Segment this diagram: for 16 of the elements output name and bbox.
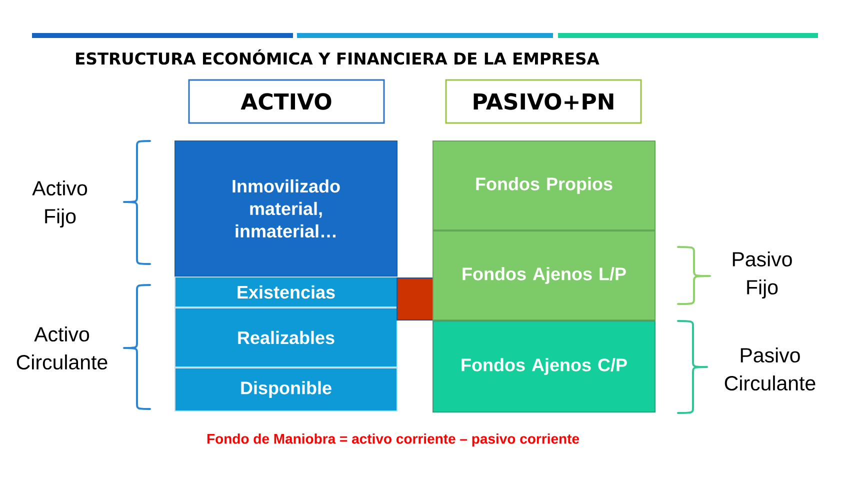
asset-block: Disponible [174,368,398,412]
bracket-label: Activo Circulante [16,326,108,370]
liability-block: Fondos Ajenos L/P [432,230,656,320]
liability-block: Fondos Ajenos C/P [432,320,656,412]
title: ESTRUCTURA ECONÓMICA Y FINANCIERA DE LA EMPRESA [76,49,600,65]
bracket-label: Pasivo Fijo [732,251,792,299]
bracket-label: Pasivo Circulante [724,347,816,391]
header-box: ACTIVO [188,79,385,124]
bracket-label: Activo Fijo [32,180,88,228]
asset-block: Existencias [174,276,398,308]
highlight-square [396,278,434,320]
liability-block: Fondos Propios [432,140,656,230]
formula-note: Fondo de Maniobra = activo corriente – pasivo corriente [207,433,580,447]
asset-block: Realizables [174,308,398,368]
header-box: PASIVO+PN [445,79,642,124]
asset-block: Inmovilizado material, inmaterial… [174,140,398,276]
